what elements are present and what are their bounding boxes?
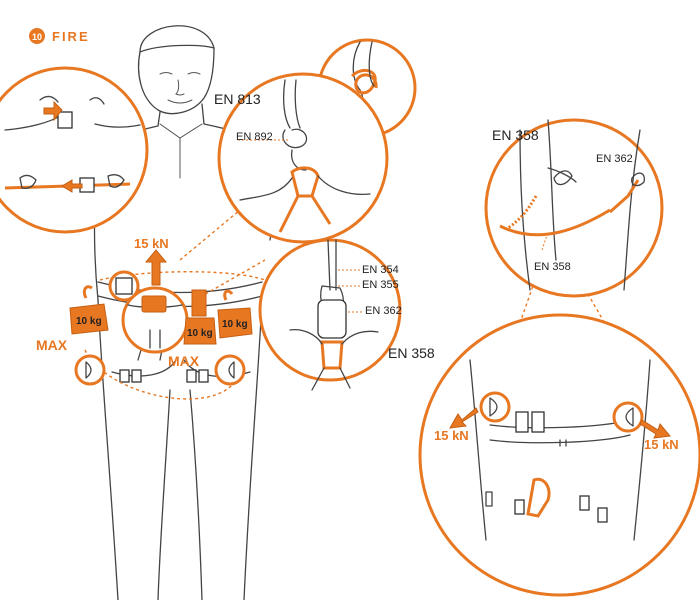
section-number: 10: [32, 32, 42, 42]
belt-buckle-1: [515, 411, 529, 433]
lateral-point-detail: 15 kN 15 kN: [418, 313, 700, 597]
label-en358-center: EN 358: [388, 345, 435, 361]
force-up-label: 15 kN: [134, 236, 169, 251]
max-right: MAX: [168, 353, 200, 369]
weight-right-a-label: 10 kg: [187, 328, 213, 339]
leg-buckle-right-2: [198, 369, 209, 383]
section-title: FIRE: [52, 29, 90, 44]
belt-buckle-2: [531, 411, 545, 433]
force-arrow-up: 15 kN: [134, 236, 169, 286]
weight-left-label: 10 kg: [76, 316, 102, 327]
section-number-badge: [29, 28, 45, 44]
label-en355: EN 355: [362, 279, 399, 291]
leg-buckle-right: [186, 369, 197, 383]
buckle-adjust-detail: [0, 66, 149, 234]
label-en362-right: EN 362: [596, 153, 633, 165]
label-en813: EN 813: [214, 91, 261, 107]
label-en354: EN 354: [362, 264, 399, 276]
weight-right-b: 10 kg MAX: [168, 289, 253, 369]
chest-rope-detail: [217, 72, 389, 244]
force-left-label: 15 kN: [434, 428, 469, 443]
label-en358-right: EN 358: [492, 127, 539, 143]
leg-buckle-4: [579, 495, 590, 511]
weight-right-b-label: 10 kg: [222, 319, 248, 330]
weight-left: 10 kg MAX: [36, 285, 109, 353]
leg-buckle-5: [597, 507, 608, 523]
label-en358-rope: EN 358: [534, 261, 571, 273]
connector-detail: [258, 238, 402, 391]
label-en892: EN 892: [236, 131, 273, 143]
leg-buckle-left-2: [131, 369, 142, 383]
belt-buckle-detail: [74, 270, 246, 386]
label-en362-center: EN 362: [365, 305, 402, 317]
lanyard-detail: [484, 118, 664, 298]
leg-buckle-left: [119, 369, 130, 383]
leg-buckle-3: [514, 499, 525, 515]
force-right-label: 15 kN: [644, 437, 679, 452]
max-left: MAX: [36, 337, 68, 353]
section-header: 10 FIRE: [29, 28, 90, 44]
weight-right-a: 10 kg: [183, 289, 217, 345]
